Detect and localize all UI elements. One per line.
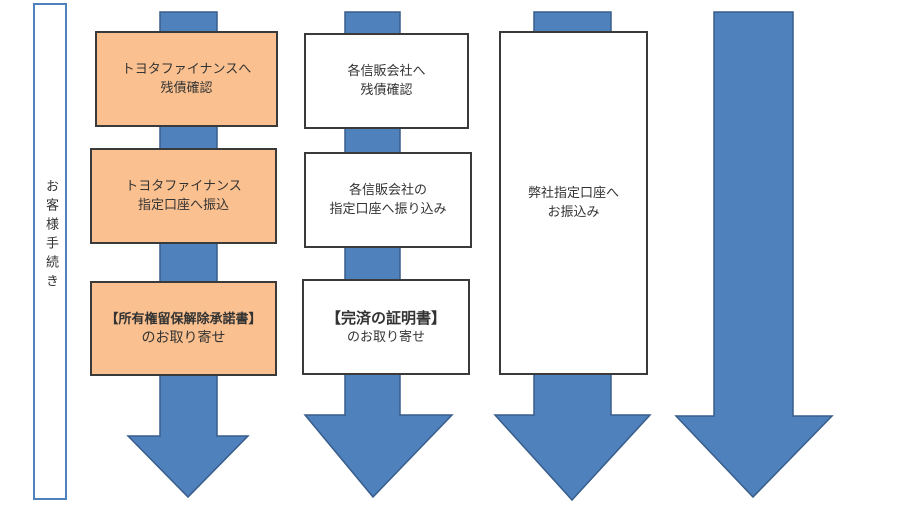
company-account-transfer-box: 弊社指定口座へ お振込み — [499, 31, 648, 375]
credit-company-transfer-box: 各信販会社の 指定口座へ振り込み — [304, 152, 472, 248]
box-line: 残債確認 — [360, 83, 413, 98]
ownership-release-consent-box: 【所有権留保解除承諾書】 のお取り寄せ — [90, 281, 277, 376]
toyota-finance-transfer-box: トヨタファイナンス 指定口座へ振込 — [90, 148, 277, 244]
arrow-column-4 — [674, 11, 834, 499]
box-line: お振込み — [547, 205, 600, 220]
payoff-certificate-box: 【完済の証明書】 のお取り寄せ — [302, 279, 470, 375]
box-line: 弊社指定口座へ — [527, 186, 619, 201]
sidebar-label: お客様手続き — [43, 179, 58, 293]
box-line: のお取り寄せ — [141, 329, 226, 346]
box-line: トヨタファイナンス — [125, 179, 242, 194]
box-line: のお取り寄せ — [346, 329, 425, 345]
box-heading: 【所有権留保解除承諾書】 — [105, 311, 262, 327]
credit-company-balance-check-box: 各信販会社へ 残債確認 — [304, 33, 469, 129]
box-line: 指定口座へ振り込み — [329, 202, 447, 217]
box-line: 指定口座へ振込 — [137, 198, 229, 213]
toyota-finance-balance-check-box: トヨタファイナンスへ 残債確認 — [95, 31, 278, 127]
box-line: 残債確認 — [160, 81, 213, 96]
box-line: 各信販会社へ — [347, 64, 426, 79]
box-line: 各信販会社の — [348, 183, 427, 198]
box-heading: 【完済の証明書】 — [325, 308, 446, 327]
customer-procedure-sidebar: お客様手続き — [33, 3, 67, 500]
box-line: トヨタファイナンスへ — [121, 62, 252, 77]
